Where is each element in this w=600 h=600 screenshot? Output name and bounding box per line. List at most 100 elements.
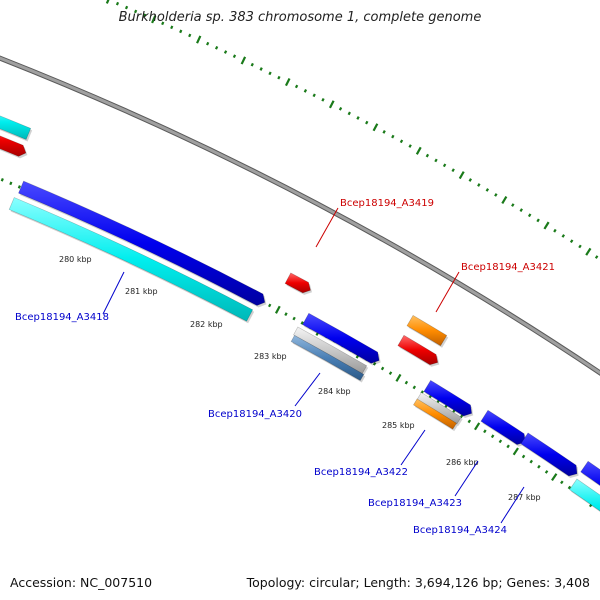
- tick-mark: [467, 419, 472, 424]
- tick-mark: [9, 181, 13, 186]
- tick-mark: [544, 470, 549, 474]
- accession-text: Accession: NC_007510: [10, 575, 153, 590]
- tick-mark: [498, 439, 503, 444]
- gene-A3418-cds: [18, 180, 267, 308]
- gene-A3420-steel: [290, 335, 366, 383]
- gene-label-text: Bcep18194_A3418: [15, 312, 109, 323]
- gene-A3424-cds: [580, 460, 600, 487]
- tick-mark: [391, 134, 395, 139]
- backbone: [0, 56, 600, 375]
- tick-mark: [560, 480, 564, 485]
- feature-body: [423, 379, 473, 417]
- tick-label: 287 kbp: [508, 493, 541, 502]
- tick-mark: [511, 203, 515, 207]
- tick-mark: [537, 464, 541, 469]
- tick-mark: [188, 33, 192, 38]
- gene-label-Bcep18194_A3420: Bcep18194_A3420: [208, 372, 321, 420]
- tick-mark: [578, 244, 582, 249]
- gene-A3423b-cds: [520, 432, 579, 479]
- tick-mark: [240, 56, 247, 65]
- tick-mark: [527, 213, 532, 218]
- tick-mark: [408, 144, 412, 148]
- tick-mark: [284, 312, 288, 316]
- feature-body: [520, 432, 578, 477]
- tick-mark: [179, 29, 183, 34]
- tick-mark: [372, 361, 377, 366]
- tick-mark: [536, 218, 540, 223]
- tick-mark: [356, 116, 360, 120]
- gene-label-text: Bcep18194_A3420: [208, 409, 302, 420]
- cds-feature: [0, 115, 33, 142]
- tick-mark: [338, 107, 343, 111]
- tick-mark: [303, 89, 308, 93]
- tick-mark: [395, 373, 402, 382]
- gene-label-text: Bcep18194_A3424: [413, 525, 507, 536]
- tick-mark: [277, 75, 281, 80]
- feature-body: [18, 180, 266, 306]
- tick-mark: [585, 247, 592, 256]
- tick-mark: [250, 62, 254, 67]
- tick-mark: [380, 366, 385, 371]
- feature-body: [290, 335, 365, 381]
- tick-mark: [214, 46, 219, 50]
- tick-label: 283 kbp: [254, 352, 287, 361]
- feature-body: [0, 135, 27, 157]
- leader-line: [435, 271, 460, 313]
- gene-features: [0, 55, 600, 512]
- feature-body: [0, 115, 32, 140]
- tick-mark: [512, 447, 519, 456]
- tick-mark: [347, 111, 351, 116]
- feature-body: [413, 398, 457, 430]
- tick-mark: [161, 21, 165, 26]
- feature-body: [580, 460, 600, 486]
- tick-mark: [388, 371, 393, 376]
- tick-mark: [284, 77, 291, 87]
- gene-label-text: Bcep18194_A3421: [461, 262, 555, 273]
- gene-A3423-cds: [480, 409, 527, 447]
- tick-mark: [594, 255, 599, 259]
- tick-label: 280 kbp: [59, 255, 92, 264]
- tick-mark: [551, 473, 558, 482]
- leader-line: [400, 429, 426, 466]
- feature-body: [569, 478, 600, 512]
- tick-mark: [17, 185, 21, 189]
- outer-tick-ring: [105, 0, 599, 259]
- tick-mark: [442, 163, 447, 168]
- tick-mark: [232, 54, 237, 59]
- gene-A3419-rna: [284, 272, 312, 295]
- tick-label: 286 kbp: [446, 458, 479, 467]
- leader-line: [500, 486, 525, 524]
- tick-mark: [0, 178, 4, 182]
- tick-mark: [312, 93, 316, 98]
- tick-mark: [134, 9, 138, 14]
- tick-mark: [458, 171, 465, 180]
- tick-mark: [321, 97, 325, 102]
- gene-A3421-misc: [406, 314, 449, 348]
- tick-mark: [268, 303, 272, 308]
- gene-label-Bcep18194_A3419: Bcep18194_A3419: [315, 198, 434, 248]
- gene-A3422-orange: [413, 398, 458, 432]
- tick-mark: [529, 459, 533, 464]
- tick-mark: [490, 434, 495, 439]
- tick-mark: [274, 305, 281, 314]
- leader-line: [315, 207, 339, 248]
- tick-mark: [404, 380, 409, 385]
- gene-label-Bcep18194_A3424: Bcep18194_A3424: [413, 486, 525, 536]
- tick-mark: [300, 321, 304, 325]
- tick-mark: [151, 15, 157, 24]
- tick-mark: [521, 454, 526, 459]
- tick-mark: [372, 123, 379, 132]
- tick-mark: [553, 228, 557, 233]
- tick-mark: [474, 422, 481, 431]
- tick-mark: [501, 195, 508, 204]
- tick-mark: [143, 13, 147, 18]
- tick-mark: [124, 5, 129, 10]
- feature-body: [302, 312, 380, 364]
- gene-label-Bcep18194_A3418: Bcep18194_A3418: [15, 271, 125, 323]
- map-title: Burkholderia sp. 383 chromosome 1, compl…: [118, 10, 482, 25]
- gene-label-text: Bcep18194_A3422: [314, 467, 408, 478]
- leader-line: [454, 460, 479, 497]
- feature-body: [480, 409, 526, 445]
- tick-mark: [105, 0, 110, 4]
